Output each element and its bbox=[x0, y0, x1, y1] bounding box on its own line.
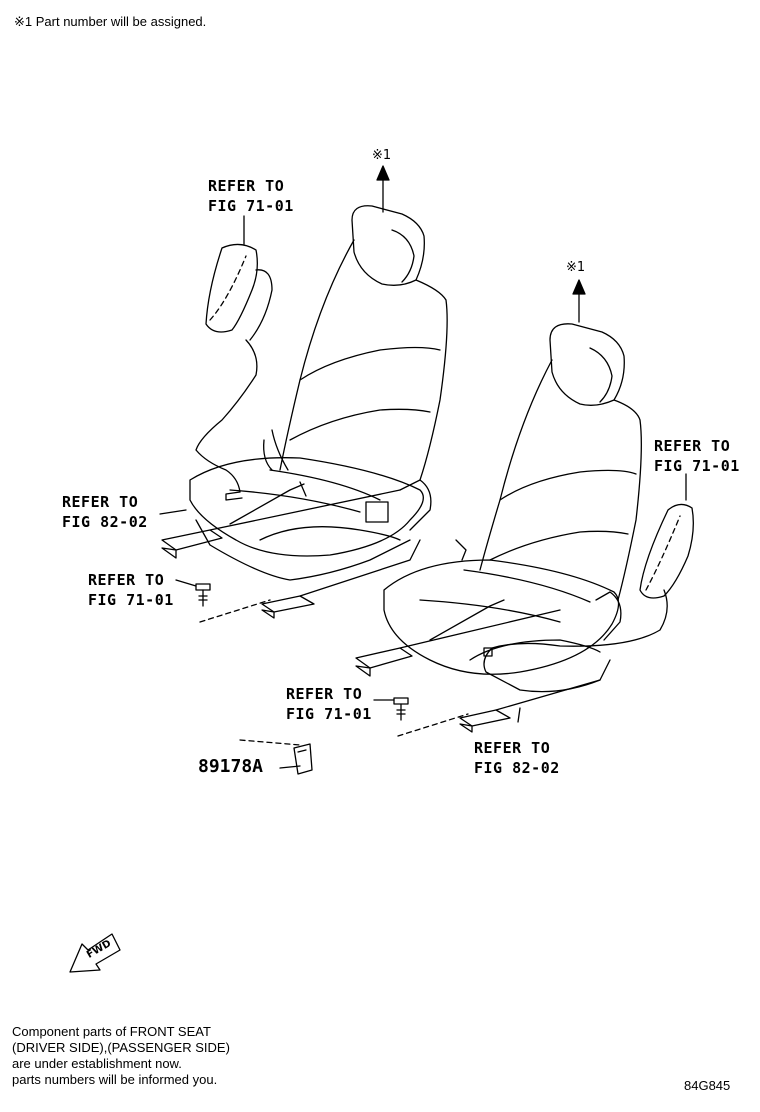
callout-airbag-passenger: REFER TO FIG 71-01 bbox=[654, 436, 740, 476]
callout-line: REFER TO bbox=[88, 571, 165, 589]
footer-line: (DRIVER SIDE),(PASSENGER SIDE) bbox=[12, 1040, 230, 1055]
figure-id: 84G845 bbox=[684, 1078, 731, 1093]
callout-line: REFER TO bbox=[654, 437, 731, 455]
part-number-label: 89178A bbox=[198, 756, 264, 777]
callout-line: FIG 71-01 bbox=[286, 705, 372, 723]
footer-line: Component parts of FRONT SEAT bbox=[12, 1024, 211, 1039]
marker-1: ※1 bbox=[372, 148, 392, 163]
callout-bolt-driver: REFER TO FIG 71-01 bbox=[88, 570, 174, 610]
driver-seat bbox=[161, 165, 448, 623]
callout-line: REFER TO bbox=[208, 177, 285, 195]
callout-line: REFER TO bbox=[286, 685, 363, 703]
header-note: ※1 Part number will be assigned. bbox=[14, 14, 207, 29]
callout-line: FIG 82-02 bbox=[62, 513, 148, 531]
footer-line: parts numbers will be informed you. bbox=[12, 1072, 218, 1087]
passenger-seat bbox=[355, 279, 694, 737]
leader-lines bbox=[159, 215, 687, 701]
callout-airbag-driver: REFER TO FIG 71-01 bbox=[208, 176, 294, 216]
marker-2: ※1 bbox=[566, 260, 586, 275]
callout-line: FIG 71-01 bbox=[654, 457, 740, 475]
callout-line: FIG 71-01 bbox=[208, 197, 294, 215]
callout-bolt-passenger: REFER TO FIG 71-01 bbox=[286, 684, 372, 724]
footer-note: Component parts of FRONT SEAT (DRIVER SI… bbox=[12, 1024, 230, 1088]
callout-line: FIG 82-02 bbox=[474, 759, 560, 777]
bracket-89178A bbox=[239, 739, 313, 775]
callout-harness-driver: REFER TO FIG 82-02 bbox=[62, 492, 148, 532]
callout-line: REFER TO bbox=[62, 493, 139, 511]
footer-line: are under establishment now. bbox=[12, 1056, 182, 1071]
callout-harness-passenger: REFER TO FIG 82-02 bbox=[474, 738, 560, 778]
callout-line: FIG 71-01 bbox=[88, 591, 174, 609]
fwd-arrow-icon bbox=[69, 933, 121, 973]
callout-line: REFER TO bbox=[474, 739, 551, 757]
